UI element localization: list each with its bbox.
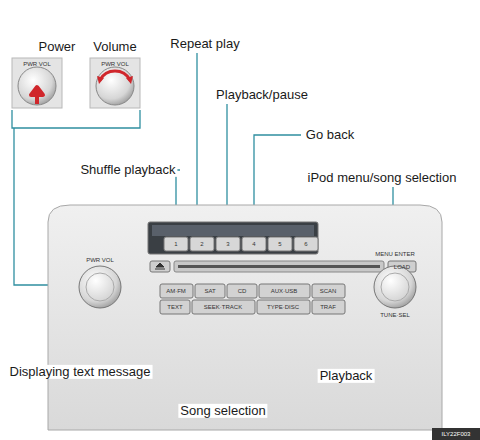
preset-buttons: [164, 237, 318, 251]
volume-knob: [96, 67, 134, 105]
code-tag: [432, 428, 480, 440]
callout-label: Playback: [318, 369, 375, 383]
turn-arrow-head: [97, 76, 133, 84]
callout-label: Volume: [91, 40, 138, 54]
display-text-area: [152, 225, 314, 236]
button-text: CD: [238, 288, 247, 295]
button-text: TRAF: [320, 304, 336, 311]
callout-label: Song selection: [178, 404, 267, 418]
button-text: 1: [174, 241, 177, 248]
zoom-frame: [90, 58, 140, 108]
button-text: 4: [252, 241, 255, 248]
power-volume-knob: [79, 266, 121, 308]
callout-label: Repeat play: [168, 37, 241, 51]
knob-ring: [381, 273, 409, 301]
callout-label: Playback/pause: [214, 88, 310, 102]
button-text: MENU ENTER: [375, 251, 415, 258]
zoom-frame: [12, 58, 62, 108]
button-text: TUNE·SEL: [380, 312, 410, 319]
power-knob: [18, 67, 56, 105]
panel-face: [48, 205, 442, 430]
button-text: AM·FM: [166, 288, 186, 295]
button-text: 3: [226, 241, 229, 248]
press-arrow: [31, 87, 43, 104]
button-text: AUX·USB: [271, 288, 298, 295]
callout-label: Power: [37, 40, 78, 54]
callout-label: iPod menu/song selection: [306, 171, 459, 185]
button-text: PWR VOL: [23, 61, 51, 68]
function-buttons: [160, 284, 345, 314]
display-window: [148, 222, 318, 254]
button-text: SCAN: [320, 288, 337, 295]
button-text: TYPE·DISC: [267, 304, 299, 311]
tune-select-knob: [374, 266, 416, 308]
button-text: LOAD: [394, 264, 410, 271]
button-text: 6: [304, 241, 307, 248]
callout-label: Displaying text message: [8, 365, 153, 379]
callout-label: Go back: [304, 128, 356, 142]
eject-button: [150, 261, 170, 272]
callout-label: Shuffle playback: [78, 163, 177, 177]
turn-arrow: [100, 71, 130, 80]
disc-slot-opening: [178, 265, 380, 268]
button-text: TEXT: [167, 304, 182, 311]
button-text: PWR VOL: [86, 257, 114, 264]
button-text: 5: [278, 241, 281, 248]
figure-code: ILY22F003: [442, 431, 471, 438]
button-text: SAT: [204, 288, 215, 295]
button-text: PWR VOL: [101, 61, 129, 68]
button-text: 2: [200, 241, 203, 248]
knob-ring: [86, 273, 114, 301]
disc-slot: [174, 261, 384, 272]
eject-symbol: [155, 263, 165, 269]
button-text: SEEK·TRACK: [204, 304, 242, 311]
